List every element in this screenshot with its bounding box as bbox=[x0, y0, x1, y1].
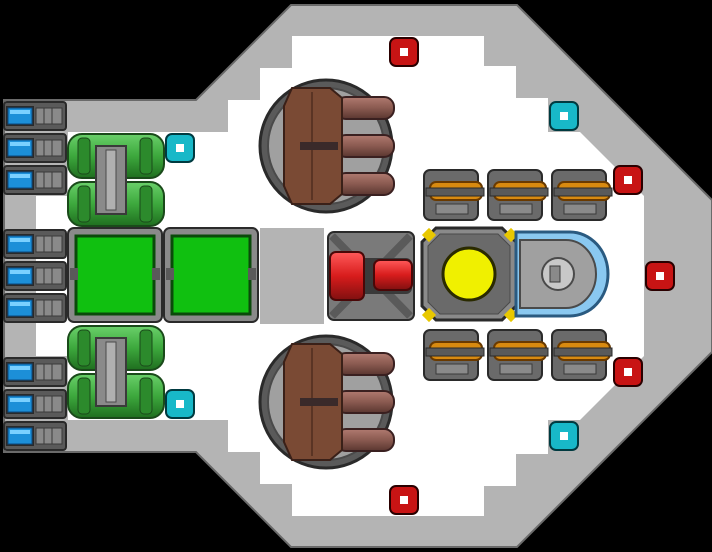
red-connector[interactable] bbox=[389, 37, 419, 67]
heavy-turrets-group bbox=[258, 78, 395, 470]
fuel-tanks-group bbox=[67, 133, 165, 419]
heavy-turret-top[interactable] bbox=[258, 78, 395, 214]
thruster[interactable] bbox=[3, 293, 67, 323]
thruster[interactable] bbox=[3, 229, 67, 259]
red-connector[interactable] bbox=[389, 485, 419, 515]
light-gun[interactable] bbox=[423, 329, 485, 381]
thruster[interactable] bbox=[3, 389, 67, 419]
cyan-connector[interactable] bbox=[549, 421, 579, 451]
control-screen-right[interactable] bbox=[163, 227, 259, 323]
thruster[interactable] bbox=[3, 357, 67, 387]
control-screens-group bbox=[67, 227, 259, 323]
light-gun[interactable] bbox=[551, 169, 613, 221]
red-connector[interactable] bbox=[613, 165, 643, 195]
red-connector[interactable] bbox=[645, 261, 675, 291]
red-cannon[interactable] bbox=[327, 231, 415, 321]
red-connector[interactable] bbox=[613, 357, 643, 387]
thruster[interactable] bbox=[3, 133, 67, 163]
heavy-turret-bottom[interactable] bbox=[258, 334, 395, 470]
fuel-tank-top[interactable] bbox=[67, 133, 165, 227]
cyan-connector[interactable] bbox=[165, 389, 195, 419]
thrusters-group bbox=[3, 101, 67, 451]
control-screen-left[interactable] bbox=[67, 227, 163, 323]
thruster[interactable] bbox=[3, 421, 67, 451]
cyan-connector[interactable] bbox=[549, 101, 579, 131]
fuel-tank-bottom[interactable] bbox=[67, 325, 165, 419]
light-guns-group bbox=[423, 169, 613, 381]
reactor-core[interactable] bbox=[420, 226, 519, 323]
thruster[interactable] bbox=[3, 261, 67, 291]
core-group bbox=[327, 226, 610, 323]
hull-bay-block bbox=[260, 228, 324, 324]
thruster[interactable] bbox=[3, 165, 67, 195]
light-gun[interactable] bbox=[423, 169, 485, 221]
shield-generator[interactable] bbox=[514, 230, 610, 318]
cyan-connector[interactable] bbox=[165, 133, 195, 163]
connectors-group bbox=[165, 37, 675, 515]
light-gun[interactable] bbox=[487, 169, 549, 221]
thruster[interactable] bbox=[3, 101, 67, 131]
light-gun[interactable] bbox=[551, 329, 613, 381]
light-gun[interactable] bbox=[487, 329, 549, 381]
